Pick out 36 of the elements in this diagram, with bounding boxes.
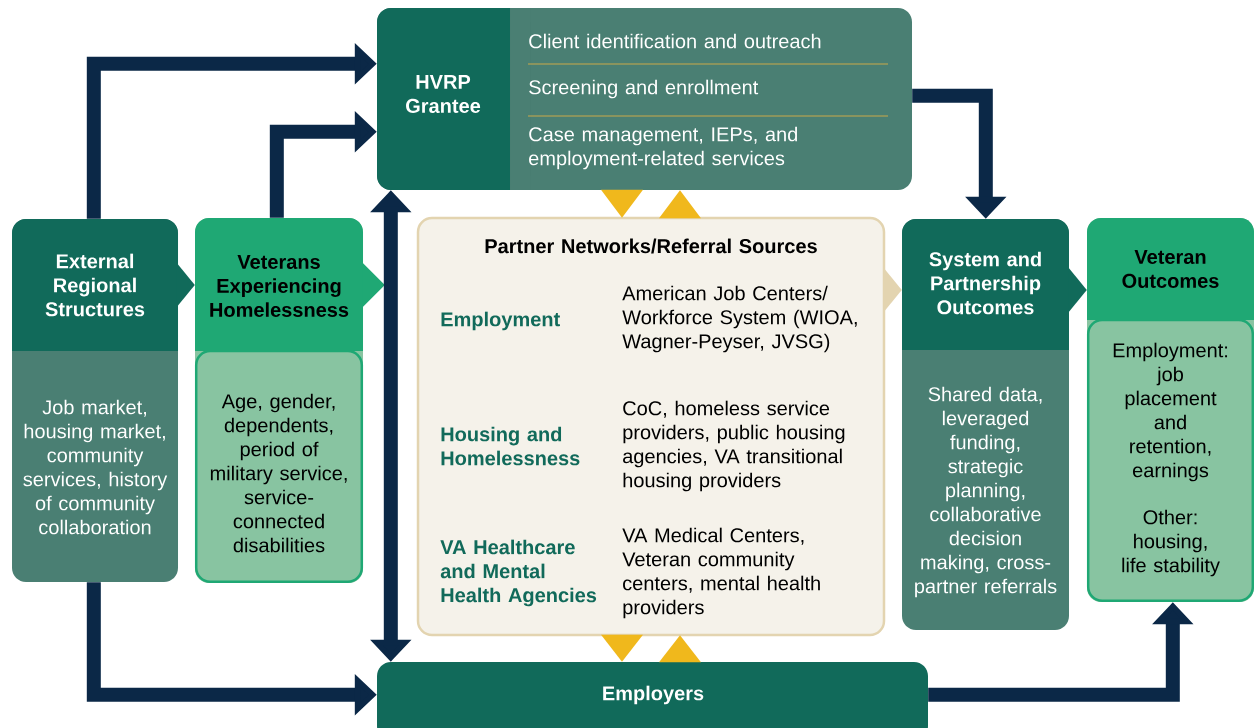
category-card: [12, 219, 178, 582]
card-heading: Employers: [603, 685, 704, 705]
chevron: [176, 263, 195, 307]
card-text: Job market, housing market, community services, history of community collaboration: [23, 399, 168, 535]
card-text: Other: housing, life stability: [1122, 509, 1220, 577]
list-item: Screening and enrollment: [529, 79, 759, 99]
card-heading: HVRP Grantee: [406, 75, 481, 113]
category-card: [1086, 218, 1254, 603]
list-item: Client identification and outreach: [529, 33, 821, 49]
card-text: Employment: job placement and retention, earnings: [1113, 342, 1227, 482]
card-heading: Veteran Outcomes: [1122, 250, 1219, 288]
chevron: [659, 190, 701, 219]
card-heading: External Regional Structures: [45, 253, 145, 317]
list-item: Case management, IEPs, and employment-related services: [529, 126, 797, 170]
chevron: [659, 635, 701, 663]
row-text: American Job Centers/ Workforce System (WIOA, Wagner-Peyser, JVSG): [622, 285, 857, 353]
chevron: [1068, 268, 1087, 312]
chevron: [883, 268, 902, 312]
grantee-card: [377, 8, 912, 190]
category-card: [902, 219, 1069, 630]
row-text: CoC, homeless service providers, public housing agencies, VA transitional housing providers: [623, 400, 845, 492]
category-card: [194, 218, 364, 584]
row-text: VA Medical Centers, Veteran community centers, mental health providers: [622, 527, 820, 619]
panel-heading: Partner Networks/Referral Sources: [485, 238, 817, 254]
row-heading: VA Healthcare and Mental Health Agencies: [440, 539, 597, 607]
card-heading: Veterans Experiencing Homelessness: [210, 255, 349, 317]
card-heading: System and Partnership Outcomes: [929, 251, 1041, 315]
chevron: [601, 634, 643, 662]
card-text: Shared data, leveraged funding, strategic planning, collaborative decision making, cross-partner referrals: [915, 386, 1057, 598]
partner-panel: [416, 216, 886, 637]
chevron: [601, 189, 643, 218]
row-heading: Employment: [441, 311, 560, 331]
row-heading: Housing and Homelessness: [441, 426, 580, 466]
employers-bar: [377, 662, 928, 728]
card-text: Age, gender, dependents, period of military service, service-connected disabilities: [210, 393, 347, 553]
chevron: [362, 263, 385, 307]
